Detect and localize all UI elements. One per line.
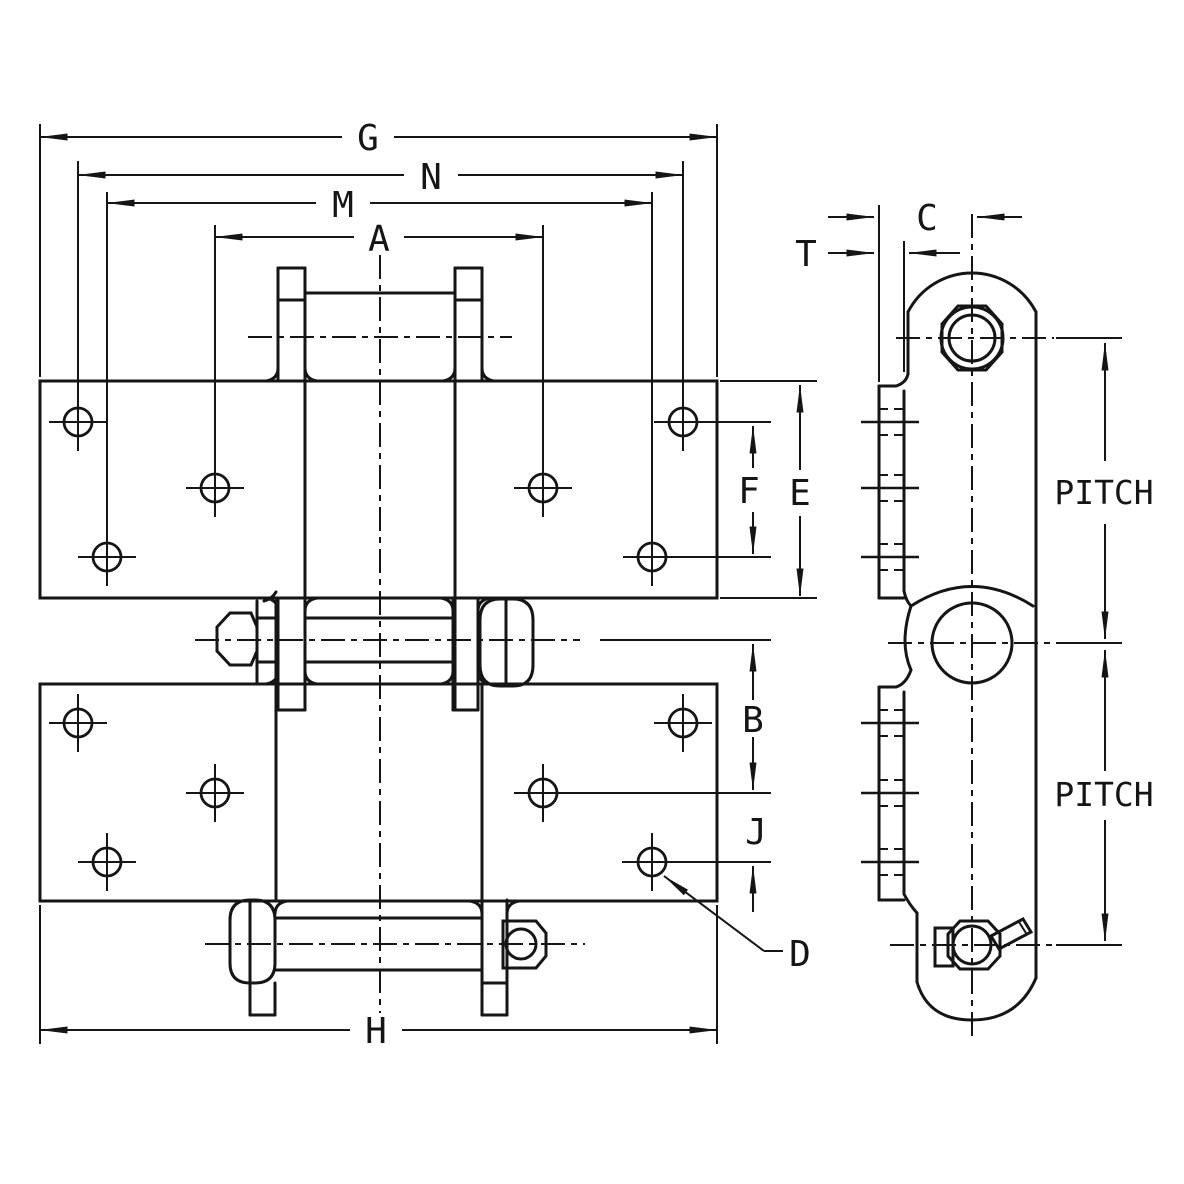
dim-label-f: F — [738, 471, 760, 512]
dim-A: A — [214, 219, 544, 260]
dim-J: J — [745, 812, 767, 912]
dim-label-e: E — [789, 473, 811, 514]
dim-B: B — [742, 643, 764, 791]
dim-pitch-lower: PITCH — [1054, 649, 1154, 942]
dim-C: C — [828, 198, 1022, 239]
dim-label-pitch-upper: PITCH — [1054, 473, 1153, 512]
pin-nut-middle — [215, 611, 259, 667]
bolt-hole — [76, 831, 138, 893]
dim-label-a: A — [368, 219, 390, 260]
dim-N: N — [77, 157, 684, 198]
pin-barrel-bottom — [228, 898, 277, 985]
dim-label-c: C — [916, 198, 938, 239]
dim-H: H — [39, 1011, 718, 1052]
dim-F: F — [738, 425, 760, 555]
bolt-hole — [512, 762, 574, 824]
centerlines-side — [888, 214, 1054, 1040]
dim-label-d: D — [789, 934, 811, 975]
dim-label-b: B — [742, 700, 764, 741]
dimensions-side: C T PITCH PITCH — [795, 198, 1154, 946]
dim-label-t: T — [795, 234, 817, 275]
plan-view — [38, 255, 719, 1017]
extension-lines-side — [878, 205, 1122, 946]
dimensions-plan: G N M A H E F — [39, 118, 817, 1052]
dim-pitch-upper: PITCH — [1054, 342, 1154, 640]
centerlines-plan — [195, 255, 585, 1013]
bolt-hole — [652, 692, 714, 754]
tab-hole-ticks — [861, 408, 919, 876]
dim-M: M — [106, 185, 653, 226]
dim-T: T — [795, 234, 960, 275]
dim-label-n: N — [420, 157, 442, 198]
side-view — [861, 214, 1054, 1040]
bolt-hole — [47, 692, 109, 754]
dim-label-m: M — [332, 185, 354, 226]
pin-barrel-middle — [478, 597, 535, 688]
dim-E: E — [789, 384, 811, 597]
extension-lines — [39, 124, 817, 1044]
attachment-plate-upper — [38, 379, 719, 600]
dim-label-h: H — [365, 1011, 387, 1052]
dim-G: G — [39, 118, 718, 159]
dim-D-leader: D — [663, 875, 811, 975]
bolt-hole — [184, 762, 246, 824]
dim-label-j: J — [745, 812, 767, 853]
dim-label-pitch-lower: PITCH — [1054, 775, 1153, 814]
dim-label-g: G — [357, 118, 379, 159]
bolt-shafts — [255, 616, 484, 972]
